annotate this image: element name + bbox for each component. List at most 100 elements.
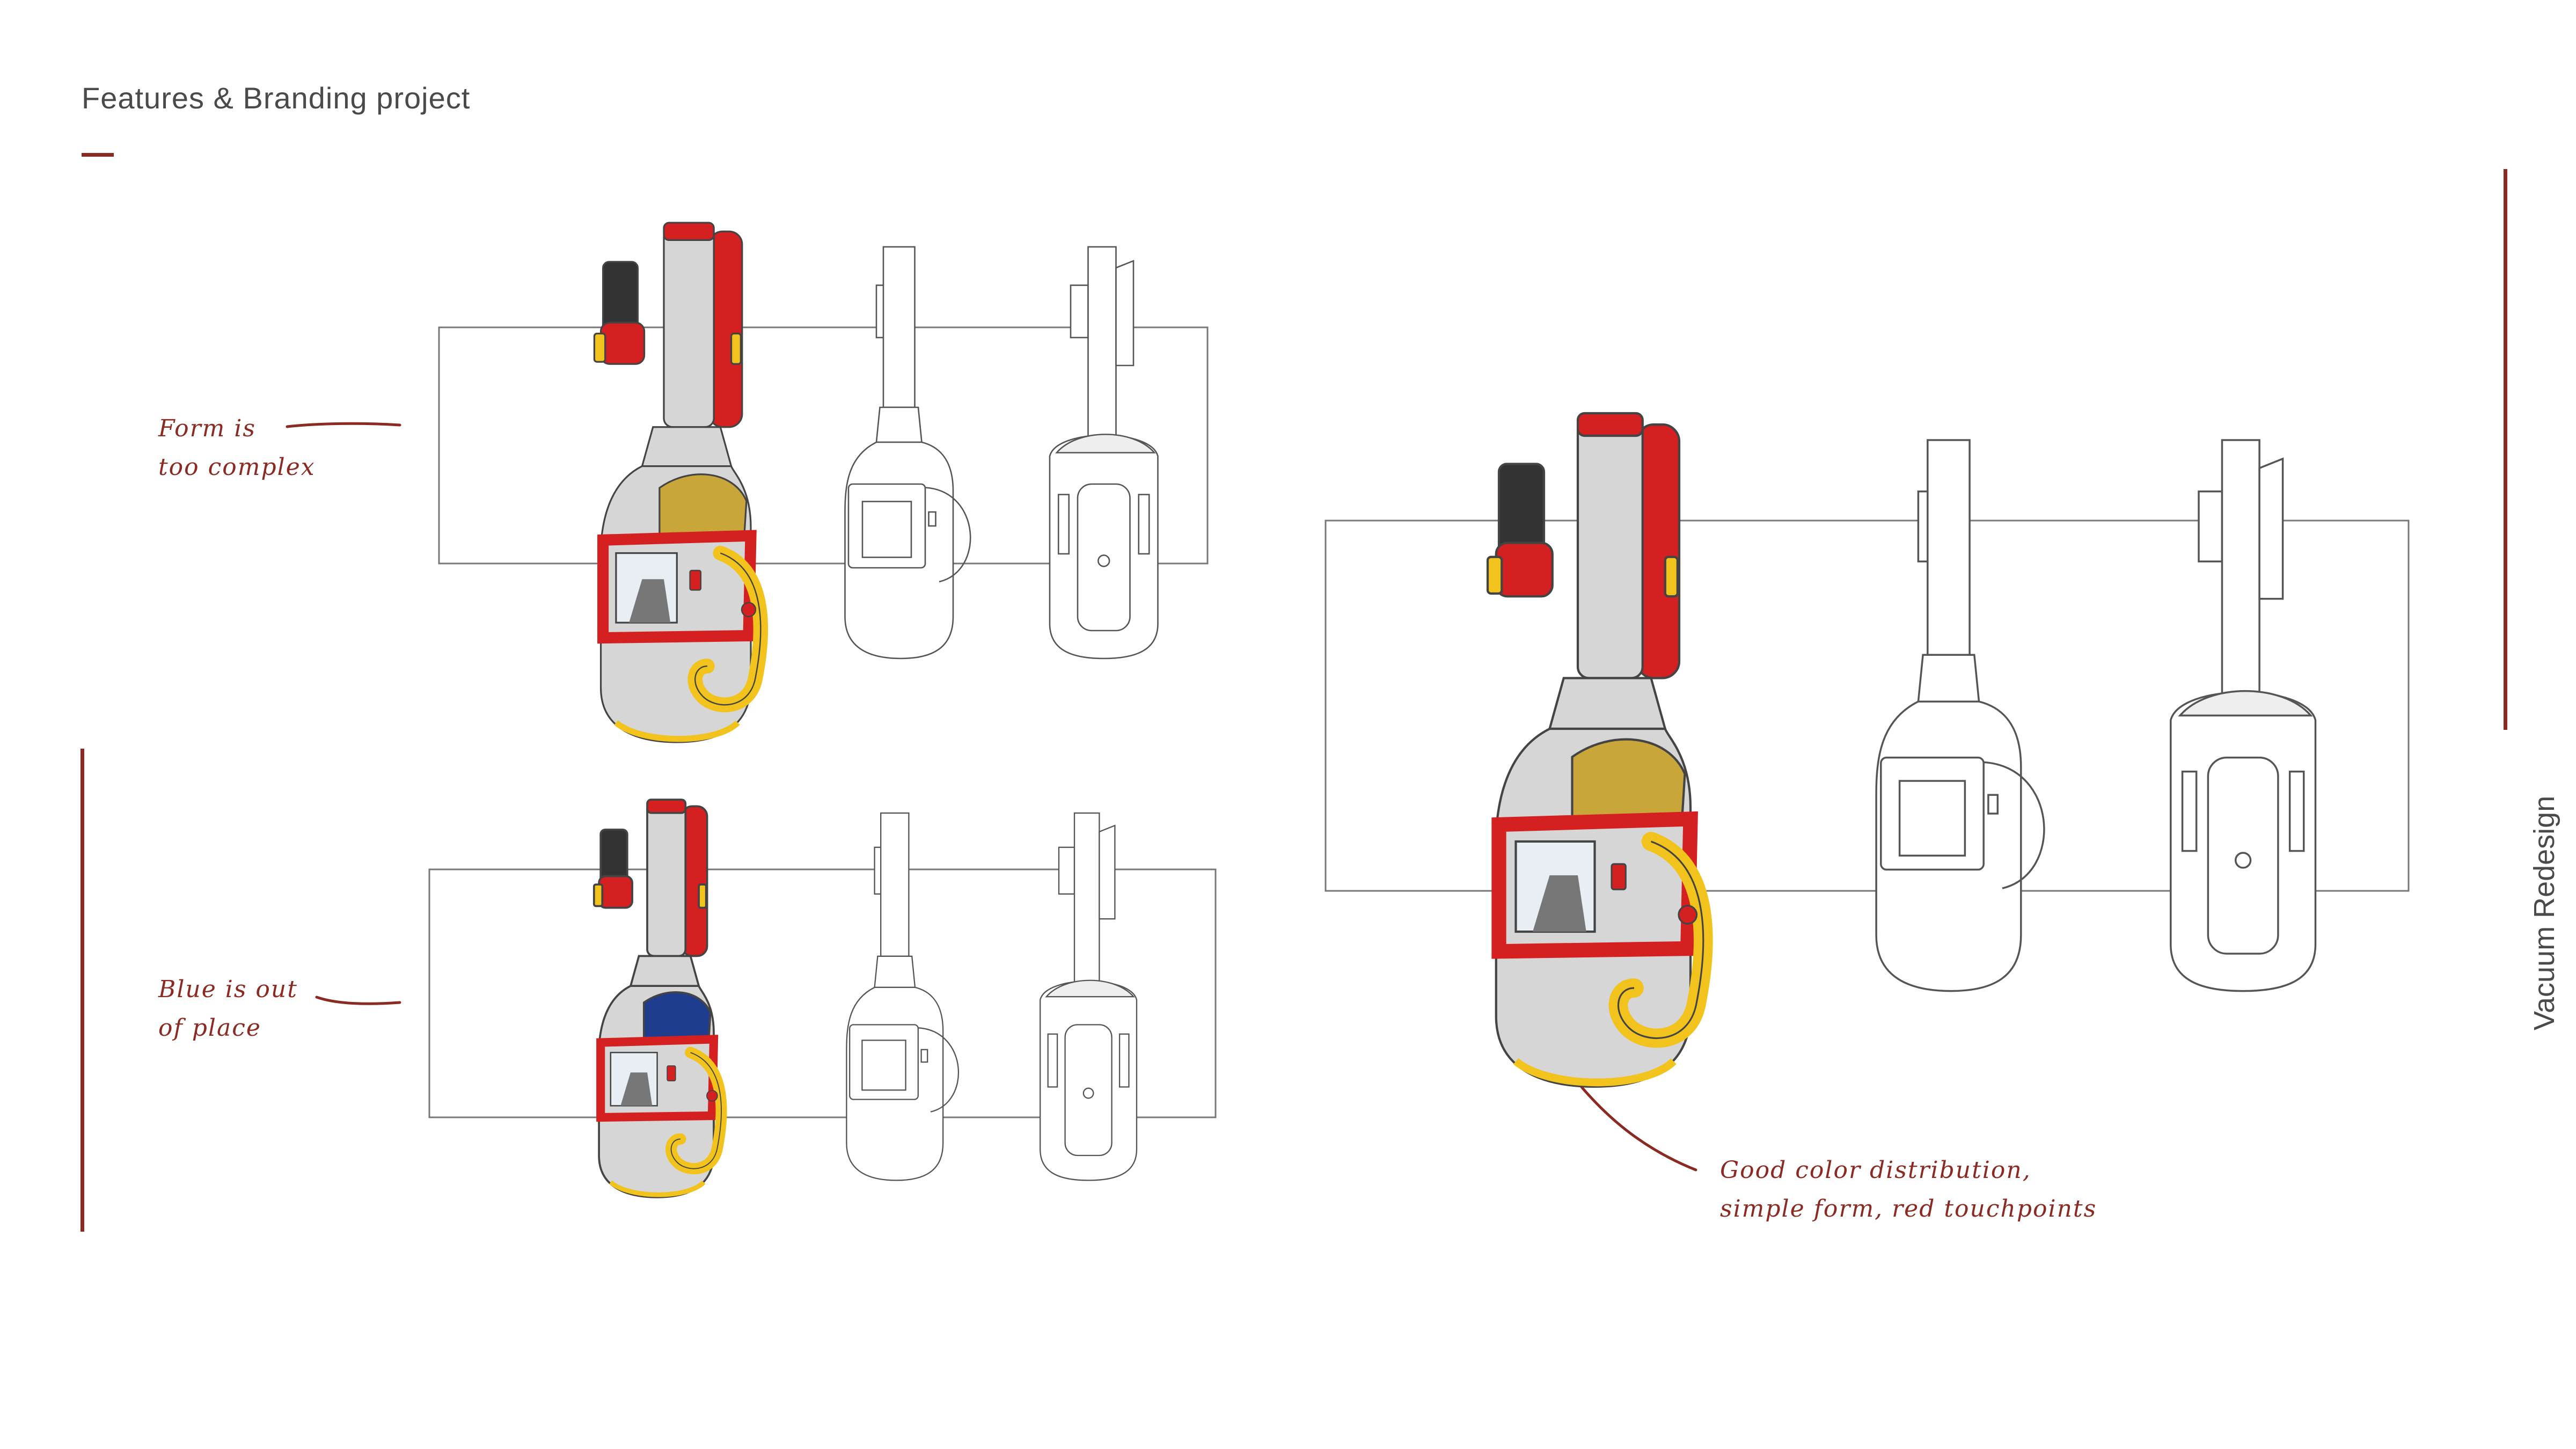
neck-outline	[875, 406, 923, 443]
button-outline	[1987, 794, 1999, 815]
side-panel-r	[1118, 1033, 1130, 1088]
vacuum-outline-front-2	[1040, 812, 1138, 1181]
wand-cap	[646, 799, 687, 814]
backdrop-panel-3	[1324, 519, 2410, 892]
power-button	[1611, 863, 1627, 890]
wand	[663, 226, 715, 428]
bumper-band	[597, 530, 757, 644]
side-panel-r	[1138, 494, 1150, 555]
annotation-line-good	[1571, 1074, 1697, 1172]
side-panel-r	[2288, 770, 2305, 852]
grille-outline	[1055, 434, 1156, 453]
window-inner	[861, 501, 912, 558]
brush-collar	[1495, 541, 1554, 598]
wand	[646, 802, 687, 957]
button-outline	[2234, 852, 2252, 869]
window-inner	[1898, 780, 1966, 857]
dust-cone	[620, 1072, 653, 1106]
side-panel-l	[1057, 494, 1070, 555]
left-divider	[80, 749, 84, 1232]
brush-collar	[598, 875, 633, 909]
filter-grille	[658, 473, 748, 537]
annotation-form-line1: Form is	[158, 415, 257, 442]
clip-left	[593, 332, 606, 363]
trigger-button	[1678, 905, 1698, 925]
wand-outline	[1087, 246, 1117, 443]
grille-outline	[1045, 979, 1135, 998]
neck	[629, 955, 700, 987]
button-outline	[928, 511, 936, 527]
annotation-blue: Blue is out of place	[158, 970, 298, 1048]
backdrop-panel-2	[428, 868, 1217, 1118]
annotation-blue-line1: Blue is out	[158, 976, 298, 1003]
neck	[1548, 677, 1667, 730]
brush-outline	[1070, 284, 1089, 339]
brush-outline	[1058, 846, 1075, 895]
annotation-good-line1: Good color distribution,	[1720, 1157, 2031, 1184]
button-outline	[1082, 1087, 1094, 1099]
annotation-good: Good color distribution, simple form, re…	[1720, 1151, 2097, 1228]
annotation-line-blue	[315, 996, 401, 1005]
side-panel-l	[1047, 1033, 1058, 1088]
filter-grille	[642, 991, 712, 1041]
spare-tube-outline	[2258, 457, 2284, 600]
window-inner	[861, 1040, 906, 1091]
grille-outline	[2178, 690, 2313, 717]
handle-outline	[925, 487, 971, 583]
filter-grille	[1571, 738, 1686, 821]
button-outline	[1097, 554, 1110, 567]
handle-outline	[694, 552, 762, 706]
base-trim	[614, 720, 740, 742]
wand-cap	[1576, 412, 1644, 437]
annotation-blue-line2: of place	[158, 1014, 261, 1042]
vacuum-outline-side-3	[1875, 439, 2045, 992]
vacuum-outline-side-2	[846, 812, 960, 1181]
clip-left	[1486, 555, 1503, 595]
power-button	[689, 569, 702, 591]
vacuum-outline-front-3	[2170, 439, 2317, 992]
vacuum-outline-front-1	[1049, 246, 1159, 660]
handle-outline	[1618, 840, 1704, 1040]
vacuum-outline-side-1	[844, 246, 971, 660]
brush-collar	[599, 321, 646, 365]
vacuum-colored-2	[592, 799, 727, 1198]
dust-cone	[1533, 875, 1586, 932]
neck	[641, 426, 733, 467]
wand-outline	[880, 812, 910, 957]
wand-outline	[2221, 439, 2260, 702]
wand-outline	[1073, 812, 1100, 988]
wand	[1576, 418, 1644, 679]
backdrop-panel-1	[438, 326, 1209, 565]
handle-outline	[918, 1027, 960, 1113]
clip-right	[730, 332, 742, 365]
vacuum-colored-1	[593, 222, 769, 743]
annotation-good-line2: simple form, red touchpoints	[1720, 1195, 2097, 1223]
right-divider	[2504, 169, 2507, 730]
button-outline	[920, 1049, 928, 1063]
power-button	[667, 1065, 676, 1081]
annotation-form-line2: too complex	[158, 453, 316, 481]
wand-outline	[882, 246, 916, 408]
annotation-line-form	[286, 422, 401, 428]
wand-outline	[1927, 439, 1971, 656]
title-underline	[82, 153, 114, 157]
trigger-button	[741, 602, 757, 618]
base-trim	[1513, 1058, 1677, 1087]
handle-outline	[670, 1052, 722, 1169]
clip-right	[1664, 555, 1679, 598]
base-trim	[609, 1180, 706, 1197]
bumper-band	[596, 1035, 719, 1122]
spare-tube-outline	[1115, 260, 1135, 367]
clip-right	[698, 883, 707, 909]
neck-outline	[874, 955, 916, 988]
spare-tube-outline	[1099, 824, 1116, 920]
annotation-form: Form is too complex	[158, 409, 316, 487]
clip-left	[592, 883, 604, 908]
dust-cone	[629, 579, 671, 623]
page-title: Features & Branding project	[82, 81, 471, 115]
handle-outline	[1984, 761, 2045, 889]
neck-outline	[1917, 654, 1980, 702]
wand-cap	[663, 222, 715, 241]
bumper-band	[1491, 811, 1698, 959]
